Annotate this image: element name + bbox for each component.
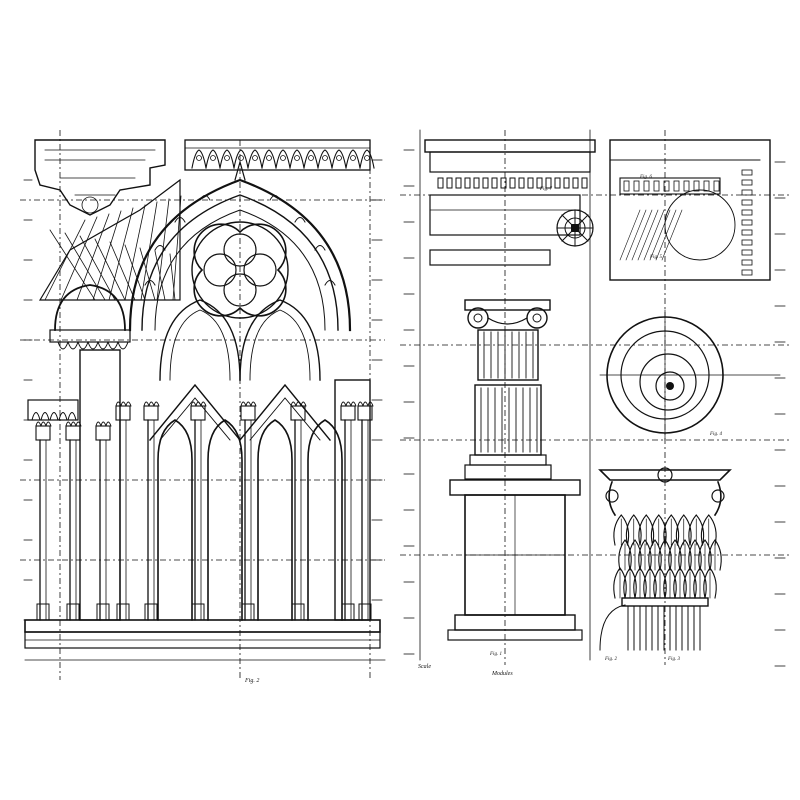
cornice-fragment [34,139,166,216]
rosette-icon [556,209,594,247]
scale-label: Scale [418,664,431,670]
fluted-shaft [464,329,552,480]
ornamental-frieze [184,139,375,171]
plate-caption: Fig. 2 [244,678,259,684]
fig-label-4: Fig. 4 [709,432,722,437]
entablature [424,139,596,266]
pedestal [447,479,583,641]
fig-label-2: Fig. 2 [604,657,617,662]
cornice-panel [609,139,771,281]
quatrefoil-icon [191,221,289,319]
fig-label-3: Fig. 3 [667,657,680,662]
fig-label-1: Fig. 1 [489,652,502,657]
dimension-ticks [23,159,383,621]
lancet-openings [157,419,343,621]
ionic-capital [464,299,551,329]
modules-label: Modules [491,671,513,677]
fig-label-7: Fig. 7 [539,187,552,192]
plinth [24,619,381,649]
left-portal [27,284,131,421]
classical-orders-plate: Scale Modules Fig. 1 Fig. 2 Fig. 3 Fig. … [400,129,790,677]
pointed-arch [128,159,352,332]
dimension-ticks-right [403,149,786,667]
corinthian-capital [598,467,732,651]
sub-arches [159,299,321,381]
gothic-window-plate: Fig. 2 [20,130,386,684]
gothic-columns [35,349,374,621]
fig-label-5: Fig. 5 [649,255,662,260]
fig-label-6: Fig. 6 [639,175,652,180]
volute-icon [599,309,781,441]
acanthus-leaf-icon [613,514,722,599]
lattice-spandrel [38,178,182,301]
